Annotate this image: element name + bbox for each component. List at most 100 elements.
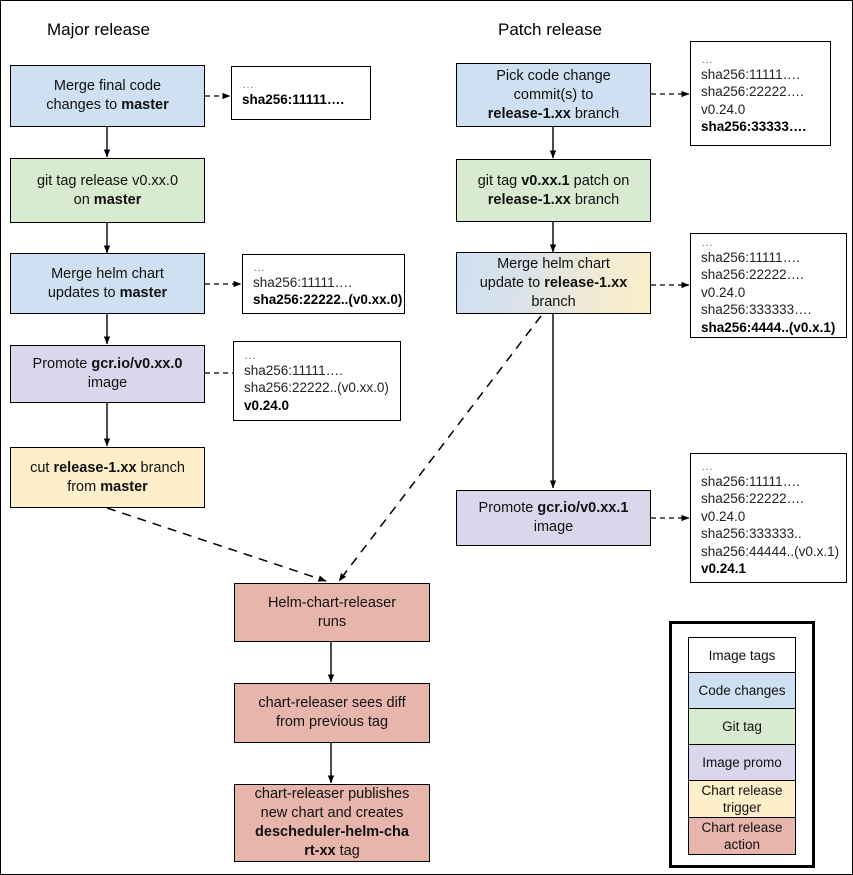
node-label-line: chart-releaser publishes	[254, 786, 410, 802]
tagbox-row: sha256:11111….	[701, 66, 800, 82]
node-label-line: Promote gcr.io/v0.xx.0	[32, 356, 183, 372]
node-label-line: commit(s) to	[513, 86, 594, 103]
node-label-line: changes to master	[46, 97, 169, 113]
node-label-line: git tag release v0.xx.0	[36, 172, 179, 189]
legend-item-image-tags: Image tags	[688, 637, 796, 673]
tagbox-row: sha256:333333….	[701, 302, 812, 318]
node-label-line: branch	[531, 293, 576, 310]
node-promote-image-patch[interactable]: Promote gcr.io/v0.xx.1 image	[456, 490, 651, 546]
node-helm-chart-releaser-runs[interactable]: Helm-chart-releaser runs	[234, 583, 430, 642]
node-label: Merge final code changes to master	[17, 77, 198, 115]
major-release-heading: Major release	[47, 20, 150, 39]
node-label: cut release-1.xx branch from master	[17, 459, 198, 497]
node-label-line: updates to master	[47, 284, 168, 301]
tagbox-after-promote-patch: …sha256:11111…. sha256:22222…. v0.24.0 sha2…	[690, 453, 847, 583]
tagbox-row: sha256:11111….	[242, 92, 345, 108]
node-label-line: update to release-1.xx	[479, 274, 628, 291]
tagbox-after-merge-final-code: …sha256:11111….	[231, 66, 371, 120]
node-merge-helm-chart-updates[interactable]: Merge helm chart updates to master	[10, 253, 205, 314]
node-label-line: image	[533, 519, 574, 535]
tagbox-row: v0.24.0	[701, 284, 746, 300]
node-label-line: on master	[73, 191, 142, 208]
tagbox-row: sha256:22222….	[701, 491, 804, 506]
tagbox-ellipsis: …	[253, 259, 266, 274]
node-merge-helm-chart-update-patch[interactable]: Merge helm chart update to release-1.xx br…	[456, 252, 651, 314]
tagbox-rows: …sha256:11111…. sha256:22222…. v0.24.0 sha2…	[701, 459, 846, 578]
tagbox-ellipsis: …	[701, 458, 714, 473]
tagbox-row: sha256:22222..(v0.xx.0)	[244, 380, 389, 396]
node-label-line: Helm-chart-releaser	[267, 594, 397, 611]
tagbox-row: v0.24.0	[701, 508, 746, 524]
node-label-line: chart-releaser sees diff	[258, 695, 406, 711]
node-label-line: Merge helm chart	[497, 255, 610, 272]
tagbox-rows: …sha256:11111…. sha256:22222..(v0.xx.0)v0…	[244, 348, 400, 415]
tagbox-ellipsis: …	[701, 234, 714, 249]
legend-item-image-promo: Image promo	[688, 745, 796, 781]
node-git-tag-release[interactable]: git tag release v0.xx.0 on master	[10, 158, 205, 223]
node-label-line: Promote gcr.io/v0.xx.1	[478, 500, 629, 516]
node-label-line: from previous tag	[275, 714, 389, 730]
node-label: Merge helm chart updates to master	[17, 265, 198, 303]
node-label: Promote gcr.io/v0.xx.0 image	[17, 355, 198, 393]
tagbox-row: sha256:11111….	[253, 274, 352, 290]
node-label: git tag release v0.xx.0 on master	[17, 172, 198, 210]
node-label-line: Pick code change	[496, 67, 611, 84]
node-label-line: release-1.xx branch	[487, 105, 620, 122]
node-label: Merge helm chart update to release-1.xx br…	[463, 255, 644, 312]
tagbox-row: sha256:11111….	[244, 362, 343, 378]
tagbox-row: sha256:11111….	[701, 473, 800, 489]
tagbox-rows: …sha256:11111…. sha256:22222..(v0.xx.0)	[253, 260, 404, 309]
node-merge-final-code[interactable]: Merge final code changes to master	[10, 65, 205, 127]
node-pick-code-change-commits[interactable]: Pick code change commit(s) to release-1.xx…	[456, 63, 651, 127]
node-label-line: rt-xx tag	[304, 843, 360, 859]
node-label-line: new chart and creates	[260, 805, 404, 821]
node-label-line: image	[87, 375, 128, 391]
patch-tag-pointers	[651, 90, 690, 522]
legend-item-code-changes: Code changes	[688, 673, 796, 709]
legend-item-git-tag: Git tag	[688, 709, 796, 745]
tagbox-row: v0.24.1	[701, 561, 747, 576]
node-label: chart-releaser publishes new chart and cr…	[241, 785, 423, 861]
tagbox-row: sha256:22222..(v0.xx.0)	[253, 292, 403, 307]
tagbox-row: sha256:22222….	[701, 267, 804, 283]
node-label: Pick code change commit(s) to release-1.xx…	[463, 67, 644, 124]
node-label-line: Merge final code	[53, 78, 162, 94]
node-label: chart-releaser sees diff from previous ta…	[241, 694, 423, 732]
tagbox-after-promote-major: …sha256:11111…. sha256:22222..(v0.xx.0)v0…	[233, 341, 401, 421]
tagbox-row: sha256:333333..	[701, 526, 802, 541]
tagbox-rows: …sha256:11111….	[242, 77, 370, 109]
tagbox-ellipsis: …	[242, 77, 255, 92]
node-label: Helm-chart-releaser runs	[241, 594, 423, 632]
node-label-line: descheduler-helm-cha	[255, 824, 409, 840]
node-label-line: cut release-1.xx branch	[30, 459, 185, 476]
tagbox-after-merge-helm-patch: …sha256:11111…. sha256:22222….v0.24.0 sha2…	[690, 233, 847, 338]
node-chart-releaser-sees-diff[interactable]: chart-releaser sees diff from previous ta…	[234, 683, 430, 743]
tagbox-row: sha256:11111….	[701, 249, 800, 265]
node-cut-release-branch[interactable]: cut release-1.xx branch from master	[10, 447, 205, 508]
node-label-line: from master	[67, 478, 148, 495]
tagbox-rows: …sha256:11111…. sha256:22222….v0.24.0 sha2…	[701, 235, 846, 337]
tagbox-after-merge-helm-chart: …sha256:11111…. sha256:22222..(v0.xx.0)	[242, 254, 405, 314]
node-label: Promote gcr.io/v0.xx.1 image	[463, 499, 644, 537]
tagbox-row: v0.24.0	[244, 397, 290, 413]
tagbox-row: sha256:44444..(v0.x.1)	[701, 543, 840, 559]
patch-release-heading: Patch release	[498, 20, 602, 39]
node-promote-image-major[interactable]: Promote gcr.io/v0.xx.0 image	[10, 345, 205, 403]
tagbox-ellipsis: …	[244, 347, 257, 362]
major-tag-pointers	[205, 92, 242, 377]
node-label-line: Merge helm chart	[51, 265, 164, 282]
node-label-line: runs	[317, 613, 347, 630]
node-chart-releaser-publishes[interactable]: chart-releaser publishes new chart and cr…	[234, 784, 430, 862]
tagbox-row: sha256:22222….	[701, 84, 804, 99]
tagbox-row: sha256:4444..(v0.x.1)	[701, 319, 836, 335]
tagbox-row: sha256:33333….	[701, 119, 807, 134]
